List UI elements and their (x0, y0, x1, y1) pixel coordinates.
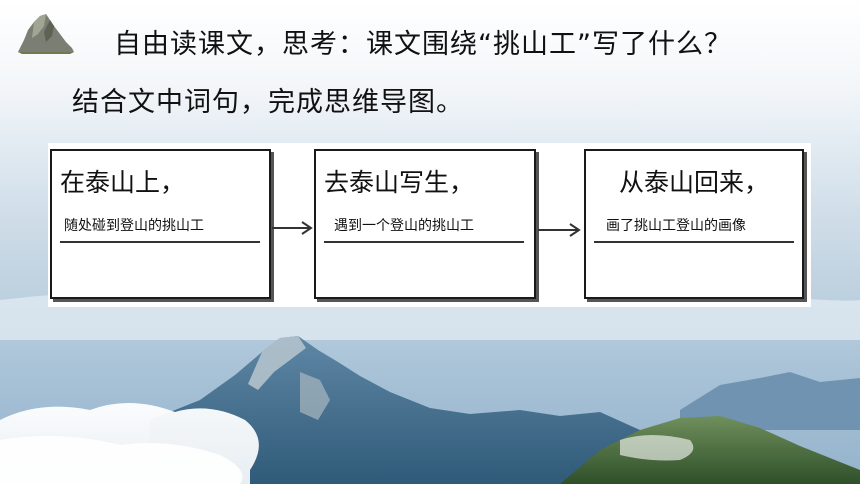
mind-map-panel: 在泰山上， 随处碰到登山的挑山工 去泰山写生， 遇到一个登山的挑山工 从泰山回来… (48, 143, 811, 307)
node-1-underline (60, 241, 260, 243)
arrow-right-icon (272, 221, 313, 235)
instruction-text: 结合文中词句，完成思维导图。 (72, 87, 464, 118)
node-1-title: 在泰山上， (60, 168, 186, 197)
node-2-underline (324, 241, 524, 243)
mind-map-node-3: 从泰山回来， 画了挑山工登山的画像 (584, 149, 804, 299)
node-2-text: 遇到一个登山的挑山工 (334, 218, 474, 234)
node-1-text: 随处碰到登山的挑山工 (64, 218, 204, 234)
question-text: 自由读课文，思考：课文围绕“挑山工”写了什么？ (114, 29, 732, 60)
node-3-title: 从泰山回来， (618, 168, 769, 197)
mind-map-node-1: 在泰山上， 随处碰到登山的挑山工 (50, 149, 271, 299)
node-3-text: 画了挑山工登山的画像 (606, 218, 746, 234)
node-2-title: 去泰山写生， (324, 168, 475, 197)
mountain-rock-icon (18, 14, 74, 54)
mind-map-node-2: 去泰山写生， 遇到一个登山的挑山工 (314, 149, 536, 299)
arrow-right-icon (538, 223, 581, 237)
node-3-underline (594, 241, 794, 243)
